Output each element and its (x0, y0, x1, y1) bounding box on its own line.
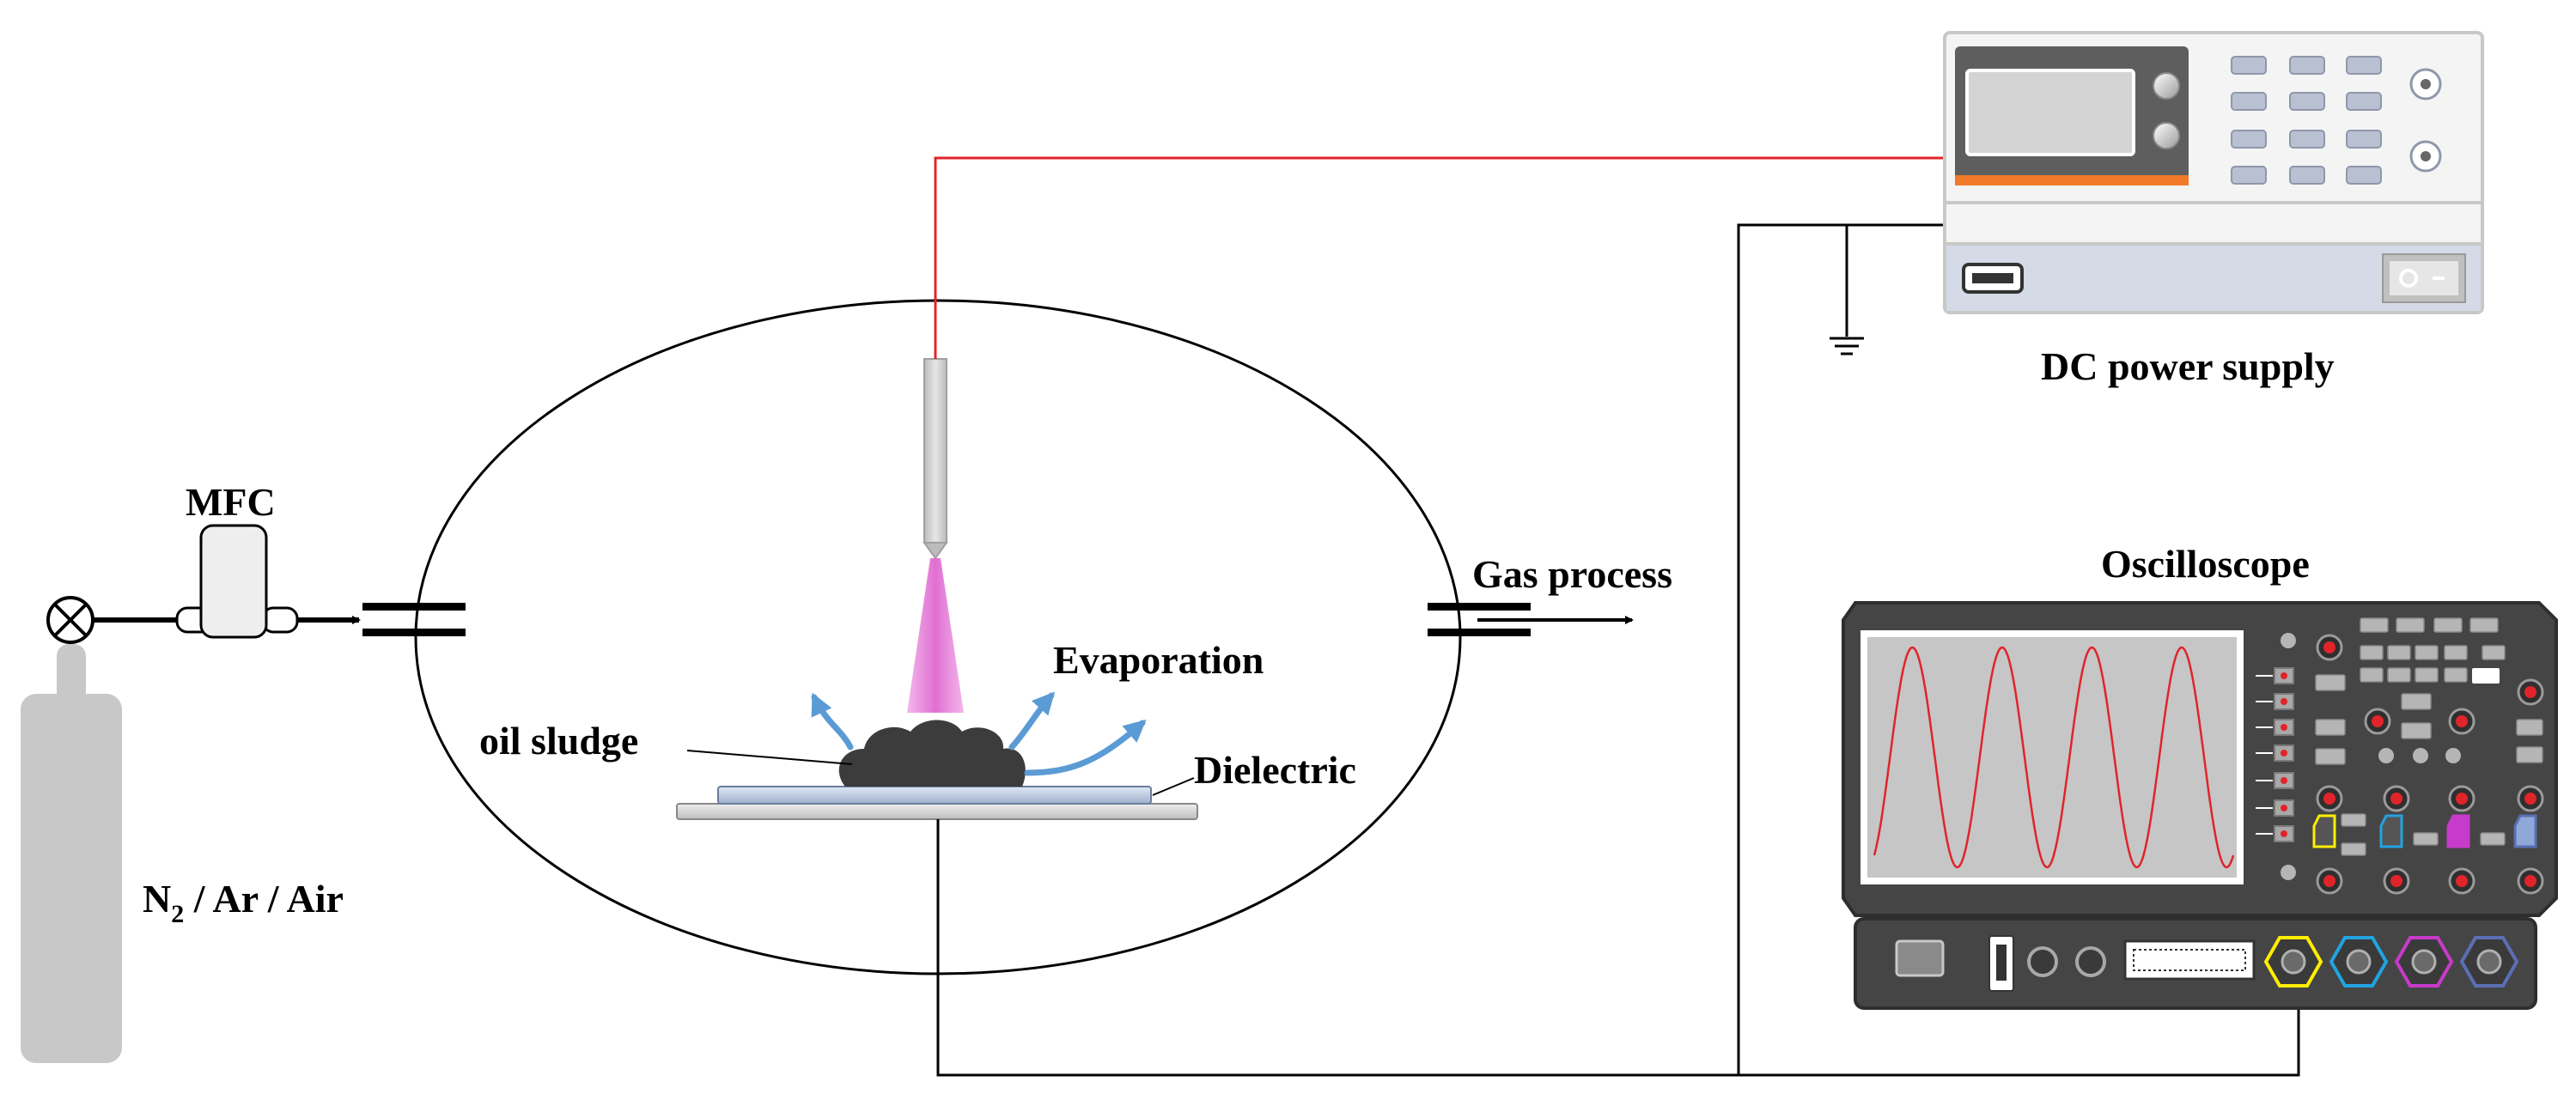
psu-knob (2153, 122, 2180, 149)
oscilloscope-label: Oscilloscope (2101, 542, 2310, 586)
oil-sludge-label: oil sludge (479, 719, 638, 763)
oil-sludge-leader-line (686, 750, 853, 765)
oscilloscope-buttons (2315, 617, 2543, 856)
usb-port-icon (1962, 263, 2024, 294)
gas-cylinder (21, 644, 122, 1063)
evaporation-arrows (811, 691, 1147, 776)
oscilloscope-probe-inputs (2263, 936, 2519, 988)
mfc-unit[interactable] (175, 524, 299, 639)
oscilloscope-waveform (1873, 646, 2235, 869)
oscilloscope-side-inputs (2256, 667, 2294, 842)
oscilloscope-red-knobs (2316, 634, 2544, 895)
dielectric-label: Dielectric (1194, 748, 1356, 792)
oscilloscope-button-active (2472, 668, 2500, 684)
ground-return-wire (1737, 223, 1948, 1075)
valve-icon[interactable] (46, 596, 94, 644)
high-voltage-wire (934, 156, 1948, 359)
evaporation-label: Evaporation (1053, 638, 1264, 682)
gas-inlet-port (362, 603, 466, 636)
oscilloscope-aux-connectors (2027, 946, 2106, 977)
probe-signal-wire (936, 819, 2300, 1077)
ground-icon (1830, 225, 1864, 356)
plasma-discharge (907, 558, 964, 713)
oil-sludge-sample (838, 720, 1026, 787)
oscilloscope-screen (1867, 637, 2237, 878)
needle-electrode (923, 358, 948, 560)
psu-accent-strip (1955, 175, 2189, 185)
usb-port-icon (1988, 935, 2014, 992)
psu-keypad (2231, 56, 2382, 185)
psu-knob (2153, 72, 2180, 100)
psu-display (1965, 69, 2135, 156)
gas-type-label: N2 / Ar / Air (143, 877, 344, 928)
oscilloscope[interactable] (1842, 601, 2558, 1010)
oscilloscope-small-knobs (2281, 633, 2461, 880)
gas-process-label: Gas process (1472, 552, 1672, 596)
oscilloscope-power-button (1895, 939, 1945, 977)
mfc-label: MFC (186, 480, 276, 524)
power-switch-icon (2382, 253, 2466, 303)
dc-power-supply-label: DC power supply (2041, 344, 2335, 388)
dc-power-supply[interactable] (1943, 31, 2484, 314)
oscilloscope-channel-buttons (2312, 814, 2537, 848)
gas-outlet-port (1428, 603, 1531, 636)
oscilloscope-io-port (2123, 939, 2256, 981)
ground-electrode-plate (676, 803, 1198, 820)
dielectric-layer (717, 786, 1152, 805)
dielectric-leader-line (1152, 777, 1195, 796)
